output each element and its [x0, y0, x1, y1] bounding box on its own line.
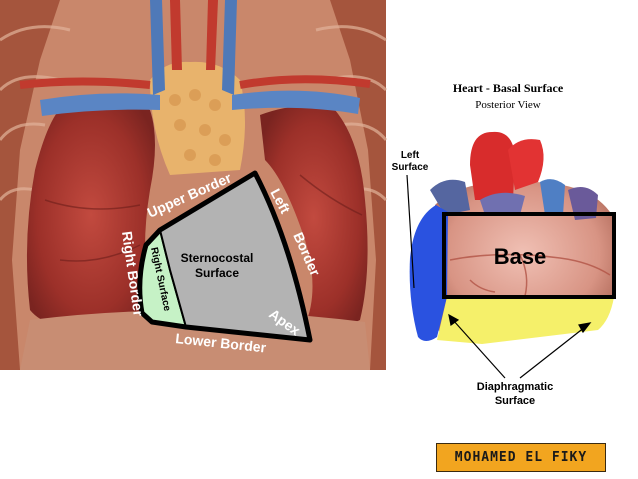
- left-lung: [260, 106, 368, 329]
- diaphragmatic-label-1: Diaphragmatic: [477, 381, 553, 393]
- heart-title: Heart - Basal Surface: [453, 81, 564, 95]
- heart-subtitle: Posterior View: [475, 99, 540, 111]
- rib-cage-right: [330, 0, 386, 370]
- diaphragmatic-surface-region: [437, 297, 614, 344]
- thorax-illustration: Upper Border Left Border Right Border Ri…: [0, 0, 388, 370]
- base-outline: [442, 212, 616, 299]
- right-lung: [26, 98, 156, 331]
- left-surface-pointer: [406, 174, 415, 289]
- heart-vessels: [430, 131, 598, 220]
- diaphragmatic-label-2: Surface: [495, 395, 535, 407]
- heart-outline: [137, 170, 313, 343]
- author-credit: MOHAMED EL FIKY: [436, 443, 606, 472]
- sternocostal-label-2: Surface: [195, 266, 239, 280]
- sternocostal-label-1: Sternocostal: [181, 251, 254, 265]
- thymus: [150, 61, 245, 176]
- left-surface-label-1: Left: [401, 150, 420, 161]
- rib-cage-left: [0, 0, 60, 370]
- heart-basal-illustration: Heart - Basal Surface Posterior View Bas…: [392, 81, 616, 407]
- left-surface-label-2: Surface: [392, 162, 429, 173]
- great-vessels: [19, 0, 371, 116]
- diaphragmatic-pointers: [448, 313, 592, 379]
- base-label: Base: [494, 244, 547, 269]
- left-surface-region: [409, 205, 448, 341]
